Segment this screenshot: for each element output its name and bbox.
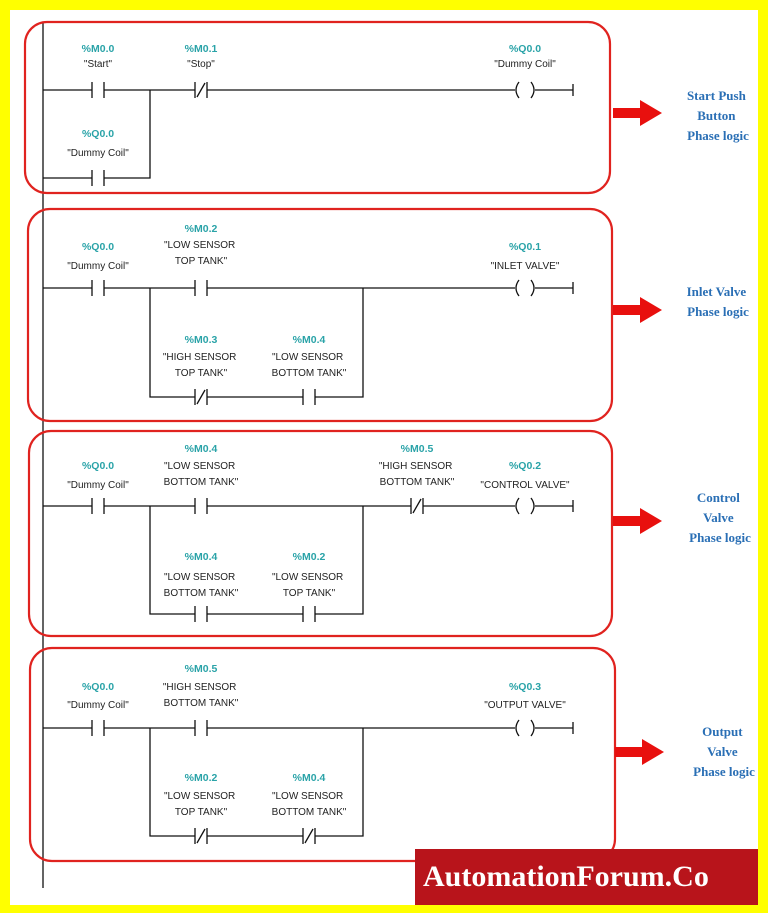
address-label: %M0.4 — [185, 443, 218, 455]
address-label: %M0.3 — [185, 334, 218, 346]
symbol-label: "INLET VALVE" — [491, 261, 560, 272]
contact-no — [91, 280, 105, 296]
arrow-icon — [613, 100, 662, 126]
address-label: %Q0.2 — [509, 460, 541, 472]
symbol-label: "LOW SENSOR BOTTOM TANK" — [164, 572, 239, 599]
address-label: %M0.2 — [185, 223, 218, 235]
address-label: %M0.4 — [293, 772, 326, 784]
address-label: %Q0.0 — [82, 241, 114, 253]
symbol-label: "LOW SENSOR TOP TANK" — [164, 240, 238, 267]
symbol-label: "Dummy Coil" — [494, 59, 556, 70]
contact-nc — [194, 389, 208, 405]
rung-3-box — [27, 429, 614, 638]
rung-2: %Q0.0 "Dummy Coil" %M0.2 "LOW SENSOR TOP… — [43, 223, 574, 405]
contact-no — [91, 720, 105, 736]
address-label: %M0.2 — [293, 551, 326, 563]
arrow-icon — [615, 739, 664, 765]
symbol-label: "LOW SENSOR BOTTOM TANK" — [164, 461, 239, 488]
address-label: %M0.0 — [82, 43, 115, 55]
symbol-label: "Dummy Coil" — [67, 148, 129, 159]
phase-caption: Control Valve Phase logic — [689, 490, 751, 545]
address-label: %Q0.3 — [509, 681, 541, 693]
symbol-label: "HIGH SENSOR BOTTOM TANK" — [163, 682, 239, 709]
address-label: %Q0.1 — [509, 241, 541, 253]
contact-no — [194, 606, 208, 622]
coil — [515, 719, 535, 737]
symbol-label: "LOW SENSOR TOP TANK" — [164, 791, 238, 818]
contact-no — [302, 606, 316, 622]
symbol-label: "LOW SENSOR BOTTOM TANK" — [272, 352, 347, 379]
address-label: %Q0.0 — [82, 128, 114, 140]
contact-nc — [302, 828, 316, 844]
symbol-label: "LOW SENSOR BOTTOM TANK" — [272, 791, 347, 818]
symbol-label: "Dummy Coil" — [67, 700, 129, 711]
contact-no — [194, 720, 208, 736]
contact-nc — [410, 498, 424, 514]
rung-3: %Q0.0 "Dummy Coil" %M0.4 "LOW SENSOR BOT… — [43, 443, 574, 622]
contact-no — [91, 498, 105, 514]
symbol-label: "OUTPUT VALVE" — [484, 700, 566, 711]
contact-no — [194, 498, 208, 514]
arrow-icon — [613, 297, 662, 323]
address-label: %M0.5 — [401, 443, 434, 455]
symbol-label: "HIGH SENSOR BOTTOM TANK" — [379, 461, 455, 488]
coil — [515, 279, 535, 297]
phase-caption: Inlet Valve Phase logic — [687, 284, 750, 319]
address-label: %M0.1 — [185, 43, 218, 55]
arrow-icon — [613, 508, 662, 534]
coil — [515, 81, 535, 99]
symbol-label: "Start" — [84, 59, 113, 70]
symbol-label: "Dummy Coil" — [67, 480, 129, 491]
symbol-label: "HIGH SENSOR TOP TANK" — [163, 352, 239, 379]
address-label: %M0.2 — [185, 772, 218, 784]
contact-no — [91, 170, 105, 186]
rung-1: %M0.0 "Start" %M0.1 "Stop" %Q0.0 "Dummy … — [43, 43, 574, 186]
phase-caption: Start Push Button Phase logic — [687, 88, 749, 143]
symbol-label: "Dummy Coil" — [67, 261, 129, 272]
address-label: %M0.4 — [293, 334, 326, 346]
symbol-label: "Stop" — [187, 59, 215, 70]
contact-no — [91, 82, 105, 98]
brand-banner: AutomationForum.Co — [415, 849, 758, 905]
rung-4: %Q0.0 "Dummy Coil" %M0.5 "HIGH SENSOR BO… — [43, 663, 574, 844]
rung-4-box — [28, 646, 617, 863]
contact-no — [302, 389, 316, 405]
address-label: %Q0.0 — [82, 460, 114, 472]
rung-2-box — [26, 207, 614, 423]
contact-nc — [194, 82, 208, 98]
phase-caption: Output Valve Phase logic — [693, 724, 755, 779]
symbol-label: "CONTROL VALVE" — [480, 480, 570, 491]
address-label: %Q0.0 — [509, 43, 541, 55]
rung-1-box — [23, 20, 612, 195]
address-label: %M0.4 — [185, 551, 218, 563]
contact-no — [194, 280, 208, 296]
contact-nc — [194, 828, 208, 844]
address-label: %Q0.0 — [82, 681, 114, 693]
symbol-label: "LOW SENSOR TOP TANK" — [272, 572, 346, 599]
address-label: %M0.5 — [185, 663, 218, 675]
coil — [515, 497, 535, 515]
